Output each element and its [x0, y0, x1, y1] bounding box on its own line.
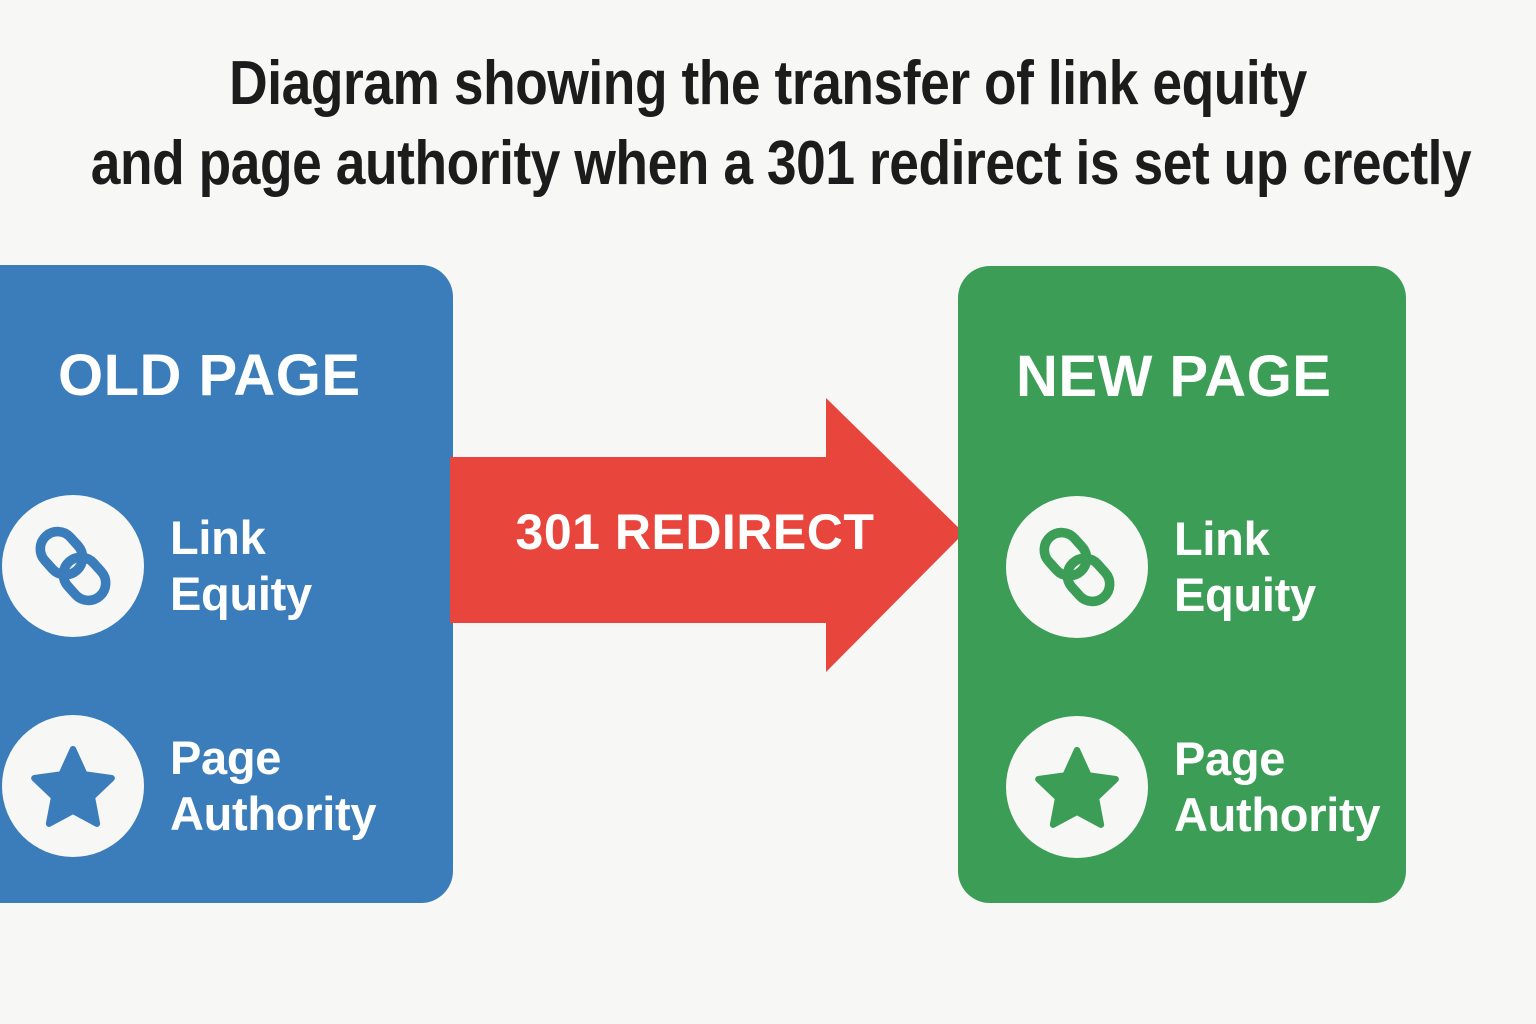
right-arrow-icon: [450, 392, 966, 680]
old-page-heading: OLD PAGE: [58, 343, 361, 408]
link-icon: [1006, 496, 1148, 638]
old-page-link-equity-label: Link Equity: [170, 511, 312, 620]
star-icon: [2, 715, 144, 857]
page-title-line-2: and page authority when a 301 redirect i…: [90, 129, 1472, 198]
new-page-card: NEW PAGE Link Equity Page Authority: [958, 266, 1406, 903]
new-page-authority-row: Page Authority: [1006, 716, 1380, 858]
page-title: Diagram showing the transfer of link equ…: [0, 44, 1536, 204]
star-icon: [1006, 716, 1148, 858]
old-page-card: OLD PAGE Link Equity Page Authority: [0, 265, 453, 903]
new-page-link-equity-label: Link Equity: [1174, 512, 1316, 621]
page-title-line-1: Diagram showing the transfer of link equ…: [229, 49, 1307, 118]
old-page-link-equity-row: Link Equity: [2, 495, 312, 637]
old-page-authority-label: Page Authority: [170, 731, 377, 840]
old-page-authority-row: Page Authority: [2, 715, 376, 857]
new-page-link-equity-row: Link Equity: [1006, 496, 1316, 638]
link-icon: [2, 495, 144, 637]
new-page-heading: NEW PAGE: [1016, 344, 1332, 409]
redirect-label: 301 REDIRECT: [515, 504, 875, 560]
new-page-authority-label: Page Authority: [1174, 732, 1381, 841]
